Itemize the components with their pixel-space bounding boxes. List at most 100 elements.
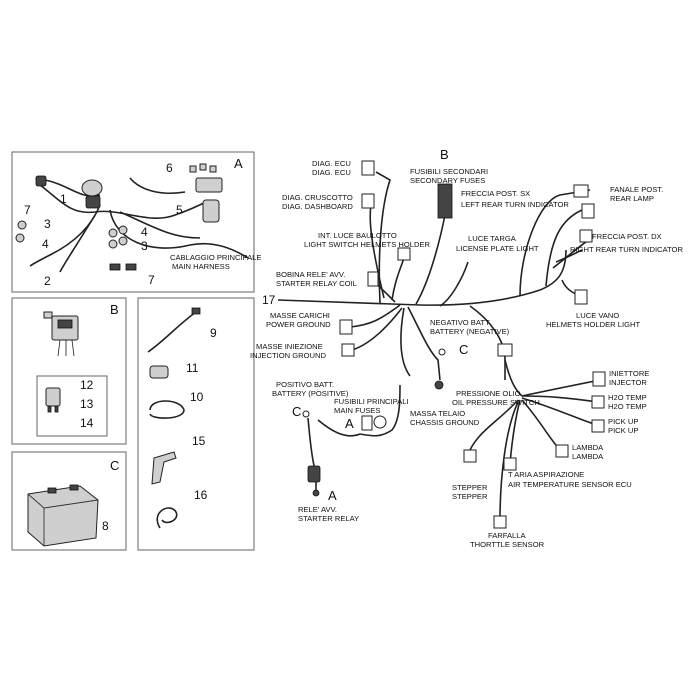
callout-14: 14 <box>80 416 94 430</box>
right-turn-connector <box>579 229 593 243</box>
callout-4-left: 4 <box>42 237 49 251</box>
pickup-label-en: PICK UP <box>608 426 638 435</box>
diag-ecu-connector <box>361 160 375 176</box>
starter-relay-label-en: STARTER RELAY <box>298 514 359 523</box>
chassis-ground-label-en: CHASSIS GROUND <box>410 418 480 427</box>
letter-b-fuses: B <box>440 147 449 162</box>
injector-connector <box>592 371 606 387</box>
fuse-drawing <box>45 387 61 413</box>
power-ground-label-it: MASSE CARICHI <box>270 311 330 320</box>
callout-2: 2 <box>44 274 51 288</box>
throttle-label-it: FARFALLA <box>488 531 526 540</box>
air-temp-connector <box>503 457 517 471</box>
right-turn-label-en: RIGHT REAR TURN INDICATOR <box>570 245 683 254</box>
h2o-temp-label-it: H2O TEMP <box>608 393 647 402</box>
air-temp-label-en: AIR TEMPERATURE SENSOR ECU <box>508 480 632 489</box>
h2o-temp-connector <box>591 395 605 409</box>
license-light-label-it: LUCE TARGA <box>468 234 517 243</box>
helmet-switch-label-en: LIGHT SWITCH HELMETS HOLDER <box>304 240 431 249</box>
battery-positive-label-en: BATTERY (POSITIVE) <box>272 389 349 398</box>
left-turn-label-en: LEFT REAR TURN INDICATOR <box>461 200 569 209</box>
chassis-ground-terminal <box>434 380 444 390</box>
connector-part <box>35 175 47 187</box>
pickup-connector <box>591 419 605 433</box>
starter-coil-label-it: BOBINA RELE' AVV. <box>276 270 345 279</box>
h2o-temp-label-en: H2O TEMP <box>608 402 647 411</box>
main-harness-label-it: CABLAGGIO PRINCIPALE <box>170 253 261 262</box>
right-turn-label-it: FRECCIA POST. DX <box>592 232 662 241</box>
callout-3-right: 3 <box>141 239 148 253</box>
power-ground-connector <box>339 319 353 335</box>
lambda-connector <box>555 444 569 458</box>
callout-15: 15 <box>192 434 206 448</box>
battery-positive-terminal <box>302 410 310 418</box>
air-temp-label-it: T ARIA ASPIRAZIONE <box>508 470 584 479</box>
lambda-label-it: LAMBDA <box>572 443 604 452</box>
main-harness-drawing <box>15 163 249 273</box>
secondary-fuses-label-en: SECONDARY FUSES <box>410 176 485 185</box>
injection-ground-connector <box>341 343 355 357</box>
clip-16-part <box>156 507 178 529</box>
main-fuses-connector <box>361 415 373 431</box>
pickup-label-it: PICK UP <box>608 417 638 426</box>
bracket-15-part <box>151 451 177 485</box>
power-ground-label-en: POWER GROUND <box>266 320 331 329</box>
diag-ecu-label-it: DIAG. ECU <box>312 159 351 168</box>
letter-c-negative: C <box>459 342 468 357</box>
starter-relay-terminal <box>312 489 320 497</box>
callout-8: 8 <box>102 519 109 533</box>
panel-a-letter: A <box>234 156 243 171</box>
battery-negative-terminal <box>438 348 446 356</box>
letter-c-positive: C <box>292 404 301 419</box>
cable-9-part <box>147 311 197 353</box>
callout-16: 16 <box>194 488 208 502</box>
chassis-ground-label-it: MASSA TELAIO <box>410 409 465 418</box>
relay-1-part <box>81 179 103 197</box>
panel-small-parts-frame <box>137 297 255 551</box>
left-turn-connector <box>573 184 589 198</box>
secondary-fuses-block <box>437 183 453 219</box>
throttle-label-en: THORTTLE SENSOR <box>470 540 545 549</box>
panel-c-frame <box>11 451 127 551</box>
callout-12: 12 <box>80 378 94 392</box>
diag-dashboard-label-en: DIAG. DASHBOARD <box>282 202 353 211</box>
starter-relay-part <box>307 465 321 483</box>
injection-ground-label-it: MASSE INIEZIONE <box>256 342 323 351</box>
starter-relay-label-it: RELE' AVV. <box>298 505 337 514</box>
fuse-holder-drawing <box>43 311 79 357</box>
stepper-label-en: STEPPER <box>452 492 488 501</box>
clamp-10-part <box>149 400 185 419</box>
callout-6: 6 <box>166 161 173 175</box>
throttle-connector <box>493 515 507 529</box>
diag-dashboard-connector <box>361 193 375 209</box>
stepper-connector <box>463 449 477 463</box>
callout-5: 5 <box>176 203 183 217</box>
starter-coil-label-en: STARTER RELAY COIL <box>276 279 357 288</box>
callout-17: 17 <box>262 293 276 307</box>
helmet-light-label-it: LUCE VANO <box>576 311 619 320</box>
oil-pressure-connector <box>497 343 513 357</box>
connector-5-part <box>202 199 220 223</box>
helmet-light-connector <box>574 289 588 305</box>
callout-3-left: 3 <box>44 217 51 231</box>
callout-13: 13 <box>80 397 94 411</box>
helmet-light-label-en: HELMETS HOLDER LIGHT <box>546 320 640 329</box>
battery-negative-label-it: NEGATIVO BATT. <box>430 318 491 327</box>
main-fuses-label-en: MAIN FUSES <box>334 406 380 415</box>
panel-small-parts: 9 11 10 15 16 <box>137 297 255 551</box>
panel-b-frame <box>11 297 127 445</box>
callout-9: 9 <box>210 326 217 340</box>
panel-a-frame <box>11 151 255 293</box>
callout-10: 10 <box>190 390 204 404</box>
bulb-11-part <box>149 365 169 379</box>
connectors <box>302 160 606 529</box>
lambda-label-en: LAMBDA <box>572 452 604 461</box>
callout-4-right: 4 <box>141 225 148 239</box>
diag-ecu-label-en: DIAG. ECU <box>312 168 351 177</box>
panel-a: A 1 2 3 <box>11 151 261 293</box>
oil-pressure-label-it: PRESSIONE OLIO <box>456 389 521 398</box>
diagram-labels: DIAG. ECU DIAG. ECU DIAG. CRUSCOTTO DIAG… <box>250 159 683 549</box>
diag-dashboard-label-it: DIAG. CRUSCOTTO <box>282 193 353 202</box>
panel-c: C 8 <box>11 451 127 551</box>
